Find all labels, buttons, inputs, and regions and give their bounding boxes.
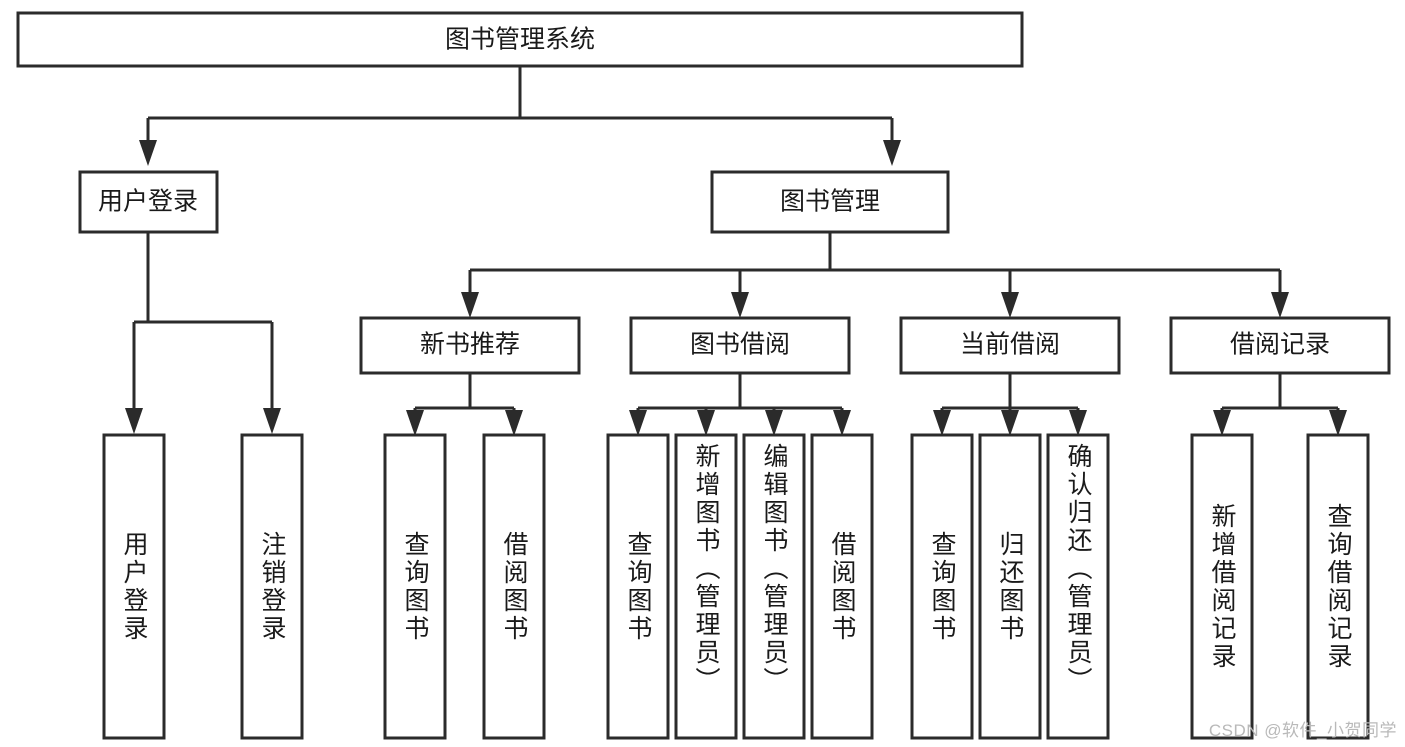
leaf-book-borrow-2-label-wrap: 编辑图书（管理员）: [744, 437, 804, 736]
connector-group-book-manage: [461, 232, 1289, 318]
leaf-book-borrow-2[interactable]: [742, 433, 806, 740]
node-borrow-record[interactable]: 借阅记录: [1169, 316, 1391, 375]
connector-group-borrow-record: [1213, 373, 1347, 436]
leaf-current-borrow-0-label: 查询图书: [928, 530, 956, 643]
leaf-new-book-1-label: 借阅图书: [500, 530, 528, 643]
leaf-book-borrow-2-label: 编辑图书（管理员）: [760, 443, 788, 695]
leaf-book-borrow-3-label-wrap: 借阅图书: [812, 435, 872, 738]
node-current-borrow[interactable]: 当前借阅: [899, 316, 1121, 375]
leaf-book-borrow-3-label: 借阅图书: [828, 530, 856, 643]
leaf-book-borrow-0-label: 查询图书: [624, 530, 652, 643]
leaf-current-borrow-0-label-wrap: 查询图书: [912, 435, 972, 738]
leaf-book-borrow-1[interactable]: [674, 433, 738, 740]
connector-group-root: [139, 66, 901, 166]
node-book-borrow-label: 图书借阅: [690, 331, 790, 359]
leaf-user-login-1-label: 注销登录: [258, 530, 286, 643]
leaf-borrow-record-1-label-wrap: 查询借阅记录: [1308, 435, 1368, 738]
leaf-user-login-0[interactable]: [102, 433, 166, 740]
node-new-book-recommend[interactable]: 新书推荐: [359, 316, 581, 375]
leaf-current-borrow-2-label-wrap: 确认归还（管理员）: [1048, 437, 1108, 736]
node-borrow-record-label: 借阅记录: [1230, 331, 1330, 359]
node-book-manage[interactable]: 图书管理: [710, 170, 950, 234]
leaf-user-login-0-label: 用户登录: [120, 530, 148, 643]
node-new-book-recommend-label: 新书推荐: [420, 331, 520, 359]
leaf-current-borrow-1[interactable]: [978, 433, 1042, 740]
leaf-borrow-record-1-label: 查询借阅记录: [1324, 502, 1352, 671]
leaf-borrow-record-0-label: 新增借阅记录: [1208, 502, 1236, 671]
node-root-label: 图书管理系统: [445, 26, 595, 54]
leaf-user-login-0-label-wrap: 用户登录: [104, 435, 164, 738]
leaf-current-borrow-2[interactable]: [1046, 433, 1110, 740]
leaf-new-book-1-label-wrap: 借阅图书: [484, 435, 544, 738]
leaf-current-borrow-1-label: 归还图书: [996, 530, 1024, 643]
leaf-current-borrow-2-label: 确认归还（管理员）: [1064, 443, 1092, 695]
leaf-book-borrow-3[interactable]: [810, 433, 874, 740]
leaf-new-book-0-label: 查询图书: [401, 530, 429, 643]
node-book-manage-label: 图书管理: [780, 188, 880, 216]
leaf-book-borrow-1-label: 新增图书（管理员）: [692, 443, 720, 695]
leaf-new-book-0[interactable]: [383, 433, 447, 740]
node-user-login-label: 用户登录: [98, 188, 198, 216]
leaf-book-borrow-0-label-wrap: 查询图书: [608, 435, 668, 738]
connector-group-current-borrow: [933, 373, 1087, 436]
connector-group-book-borrow: [629, 373, 851, 436]
leaf-current-borrow-0[interactable]: [910, 433, 974, 740]
leaf-new-book-1[interactable]: [482, 433, 546, 740]
leaf-borrow-record-0-label-wrap: 新增借阅记录: [1192, 435, 1252, 738]
leaf-user-login-1-label-wrap: 注销登录: [242, 435, 302, 738]
leaf-borrow-record-0[interactable]: [1190, 433, 1254, 740]
node-user-login[interactable]: 用户登录: [78, 170, 219, 234]
leaf-book-borrow-1-label-wrap: 新增图书（管理员）: [676, 437, 736, 736]
node-current-borrow-label: 当前借阅: [960, 331, 1060, 359]
leaf-book-borrow-0[interactable]: [606, 433, 670, 740]
leaf-borrow-record-1[interactable]: [1306, 433, 1370, 740]
leaf-current-borrow-1-label-wrap: 归还图书: [980, 435, 1040, 738]
node-root[interactable]: 图书管理系统: [16, 11, 1024, 68]
watermark: CSDN @软件_小贺同学: [1208, 721, 1397, 740]
connector-group-new-book: [406, 373, 523, 436]
node-book-borrow[interactable]: 图书借阅: [629, 316, 851, 375]
connector-group-user-login: [125, 232, 281, 434]
leaf-user-login-1[interactable]: [240, 433, 304, 740]
leaf-new-book-0-label-wrap: 查询图书: [385, 435, 445, 738]
